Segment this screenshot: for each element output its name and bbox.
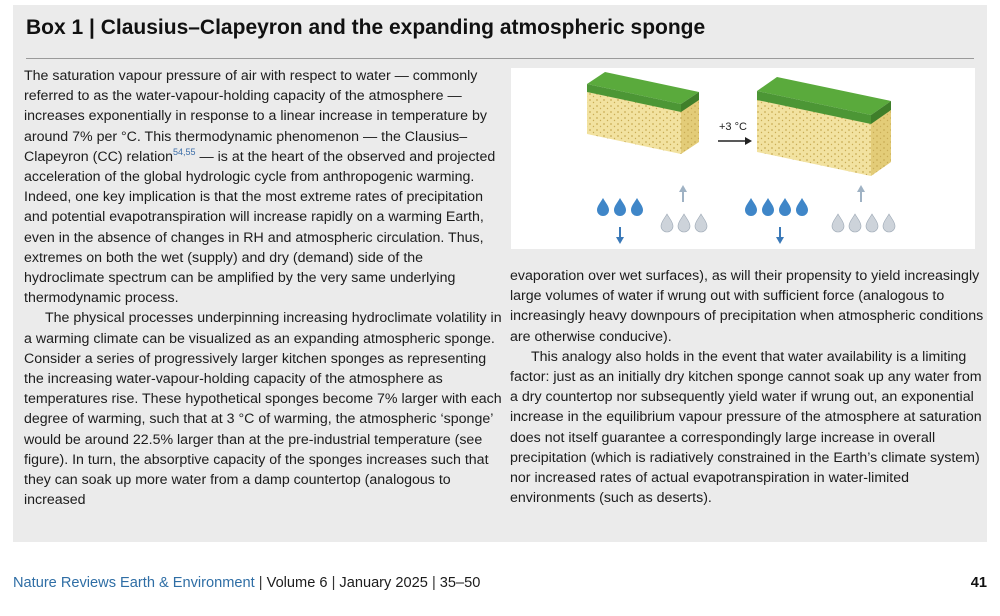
grey-drops-small bbox=[660, 213, 708, 233]
paragraph-text: The saturation vapour pressure of air wi… bbox=[24, 68, 487, 165]
right-arrow-icon bbox=[718, 137, 752, 145]
down-arrow-icon bbox=[616, 227, 624, 244]
left-column: The saturation vapour pressure of air wi… bbox=[24, 66, 504, 510]
up-arrow-icon bbox=[857, 185, 865, 202]
footer-separator: | bbox=[331, 575, 336, 591]
reference-link[interactable]: 54,55 bbox=[173, 146, 196, 157]
down-arrow-icon bbox=[776, 227, 784, 244]
paragraph-sponge-analogy: The physical processes underpinning incr… bbox=[24, 310, 502, 509]
page-footer: Nature Reviews Earth & Environment | Vol… bbox=[13, 575, 987, 597]
sponge-figure: +3 °C bbox=[511, 68, 975, 249]
box-panel: Box 1 | Clausius–Clapeyron and the expan… bbox=[13, 5, 987, 542]
up-arrow-icon bbox=[679, 185, 687, 202]
warming-label: +3 °C bbox=[719, 121, 747, 133]
page-range: 35–50 bbox=[439, 575, 481, 591]
right-column: evaporation over wet surfaces), as will … bbox=[510, 266, 986, 508]
blue-drops-large bbox=[745, 198, 808, 216]
grey-drops-large bbox=[831, 213, 896, 233]
small-sponge bbox=[587, 72, 699, 154]
paragraph-water-limited: This analogy also holds in the event tha… bbox=[510, 348, 982, 507]
footer-separator: | bbox=[258, 575, 263, 591]
journal-volume: Volume 6 bbox=[266, 575, 328, 591]
title-divider bbox=[26, 58, 974, 59]
journal-date: January 2025 bbox=[339, 575, 428, 591]
paragraph-text: — is at the heart of the observed and pr… bbox=[24, 148, 496, 307]
box-title: Box 1 | Clausius–Clapeyron and the expan… bbox=[26, 16, 706, 39]
blue-drops-small bbox=[597, 198, 643, 216]
journal-name[interactable]: Nature Reviews Earth & Environment bbox=[13, 575, 255, 591]
paragraph-cc-relation: The saturation vapour pressure of air wi… bbox=[24, 66, 504, 308]
large-sponge bbox=[757, 77, 891, 176]
page-number: 41 bbox=[970, 575, 987, 591]
paragraph-sponge-continued: evaporation over wet surfaces), as will … bbox=[510, 268, 984, 345]
sponge-illustration: +3 °C bbox=[587, 72, 896, 244]
footer-separator: | bbox=[431, 575, 436, 591]
